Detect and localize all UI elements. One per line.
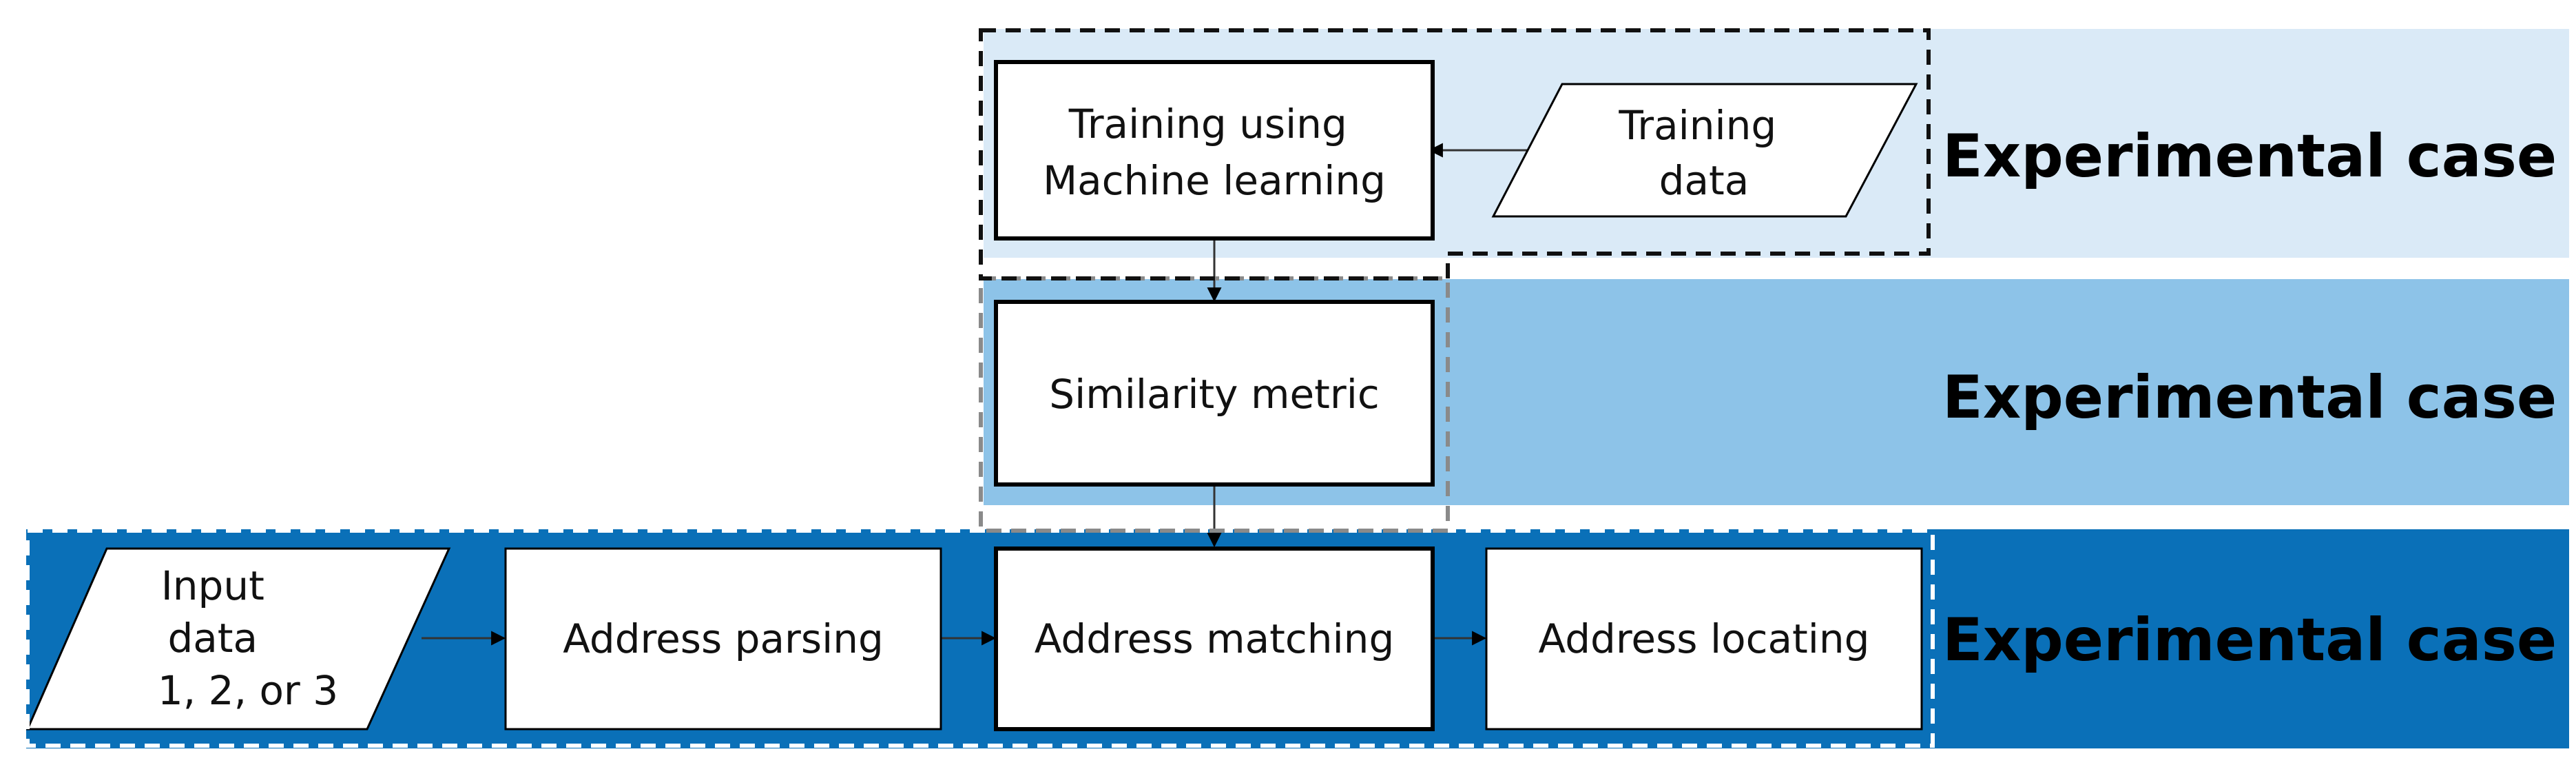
training-ml-box (994, 60, 1435, 241)
case1-label: Experimental case 1 (1942, 606, 2576, 675)
similarity-metric-box (994, 300, 1435, 487)
address-locating-label: Address locating (1539, 615, 1870, 662)
training-data-label: Training data (1618, 102, 1789, 204)
address-matching-box (994, 547, 1435, 731)
input-data-label: Input data 1, 2, or 3 (158, 562, 338, 714)
case3-boundary (979, 28, 1931, 280)
training-data-shape (1491, 83, 1918, 218)
address-matching-label: Address matching (1035, 615, 1395, 662)
address-locating-box (1485, 547, 1923, 731)
case3-label: Experimental case 3 (1942, 122, 2576, 191)
address-parsing-label: Address parsing (563, 615, 884, 662)
input-data-shape (25, 547, 451, 731)
address-parsing-box (504, 547, 942, 731)
similarity-metric-label: Similarity metric (1049, 371, 1379, 418)
case2-label: Experimental case 2 (1942, 363, 2576, 432)
training-ml-label: Training using Machine learning (1043, 101, 1386, 204)
case1-boundary (25, 529, 1935, 748)
